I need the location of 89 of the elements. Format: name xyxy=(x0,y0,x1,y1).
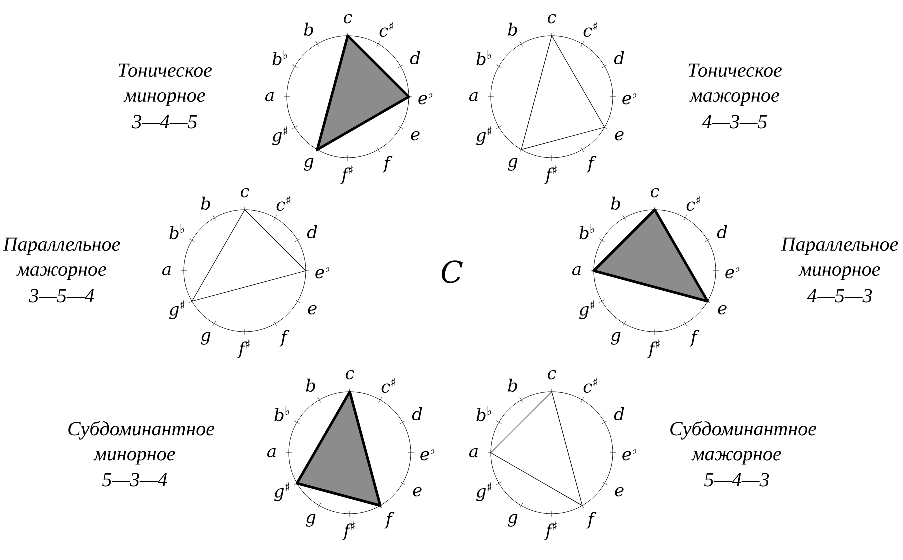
note-label: c xyxy=(548,370,556,380)
note-label: d xyxy=(614,407,624,421)
note-label: g$^{♯}$ xyxy=(476,126,492,146)
note-label: f$^{♯}$ xyxy=(340,166,353,184)
interval-numbers: 4—5—3 xyxy=(807,289,872,303)
note-label: b xyxy=(306,378,316,392)
note-label: f xyxy=(586,512,597,529)
interval-numbers: 3—5—4 xyxy=(29,289,94,303)
note-label: d xyxy=(614,51,624,65)
note-label: b xyxy=(508,22,518,36)
note-label: f$^{♯}$ xyxy=(342,522,355,540)
note-label: c xyxy=(344,14,352,24)
note-label: c xyxy=(240,188,250,198)
note-label: g xyxy=(304,158,314,171)
interval-numbers: 5—3—4 xyxy=(102,473,168,487)
note-label: c$^{♯}$ xyxy=(584,378,598,394)
note-label: c$^{♯}$ xyxy=(584,22,598,38)
note-label: g$^{♯}$ xyxy=(476,482,492,502)
note-label: b$^{♭}$ xyxy=(170,224,184,240)
note-label: b xyxy=(611,196,620,210)
note-label: d xyxy=(412,407,422,421)
triangle xyxy=(521,36,606,150)
note-label: g xyxy=(508,158,518,171)
note-label: c$^{♯}$ xyxy=(382,378,396,394)
note-label: e xyxy=(615,487,624,497)
note-label: e xyxy=(308,305,317,315)
note-label: e xyxy=(615,131,624,141)
node-label: Параллельное мажорное xyxy=(3,238,120,280)
note-label: e$^{♭}$ xyxy=(420,445,435,461)
note-label: d xyxy=(410,51,420,65)
note-label: c xyxy=(650,188,660,198)
node-label: Субдоминантное мажорное xyxy=(670,421,817,465)
note-label: g xyxy=(201,332,211,345)
note-label: b xyxy=(201,196,210,210)
note-label: a xyxy=(162,266,171,276)
note-label: e xyxy=(718,305,727,315)
note-label: e xyxy=(413,487,422,497)
note-label: e$^{♭}$ xyxy=(418,89,433,105)
note-label: c$^{♯}$ xyxy=(686,196,700,212)
note-label: a xyxy=(572,266,581,276)
node-label: Тоническое минорное xyxy=(118,64,212,106)
note-label: c$^{♯}$ xyxy=(380,22,394,38)
note-label: e$^{♭}$ xyxy=(622,89,637,105)
node-label: Субдоминантное минорное xyxy=(68,421,215,465)
note-label: f xyxy=(384,512,395,529)
note-label: e$^{♭}$ xyxy=(316,263,330,279)
note-label: f$^{♯}$ xyxy=(544,166,557,184)
note-label: f xyxy=(690,330,700,347)
note-label: a xyxy=(268,448,276,458)
note-label: f xyxy=(280,330,290,347)
note-label: f xyxy=(382,156,393,173)
note-label: d xyxy=(717,225,728,239)
note-label: c xyxy=(548,14,556,24)
note-label: f$^{♯}$ xyxy=(648,340,660,358)
note-label: g xyxy=(508,514,518,527)
triangle xyxy=(192,210,306,302)
note-label: a xyxy=(470,92,478,102)
note-label: d xyxy=(307,225,318,239)
note-label: e$^{♭}$ xyxy=(726,263,740,279)
note-label: a xyxy=(266,92,274,102)
node-label: Параллельное минорное xyxy=(781,238,898,280)
triangle xyxy=(296,390,382,508)
note-label: g$^{♯}$ xyxy=(272,126,288,146)
note-label: c xyxy=(346,370,354,380)
note-label: e$^{♭}$ xyxy=(622,445,637,461)
note-label: g$^{♯}$ xyxy=(169,300,185,320)
note-label: b$^{♭}$ xyxy=(272,50,288,66)
interval-numbers: 3—4—5 xyxy=(132,115,198,129)
note-label: e xyxy=(411,131,420,141)
note-label: g xyxy=(611,332,621,345)
note-label: b xyxy=(304,22,314,36)
note-label: f xyxy=(586,156,597,173)
note-label: b$^{♭}$ xyxy=(476,50,492,66)
note-label: g$^{♯}$ xyxy=(579,300,595,320)
note-label: b xyxy=(508,378,518,392)
note-label: b$^{♭}$ xyxy=(274,406,290,422)
note-label: a xyxy=(470,448,478,458)
node-label: Тоническое мажорное xyxy=(688,64,782,106)
note-label: b$^{♭}$ xyxy=(580,224,594,240)
note-label: g$^{♯}$ xyxy=(274,482,290,502)
interval-numbers: 5—4—3 xyxy=(704,473,770,487)
interval-numbers: 4—3—5 xyxy=(702,115,768,129)
note-label: f$^{♯}$ xyxy=(544,522,557,540)
triangle xyxy=(490,392,583,506)
note-label: g xyxy=(306,514,316,527)
key-label: C xyxy=(442,260,463,284)
note-label: b$^{♭}$ xyxy=(476,406,492,422)
note-label: c$^{♯}$ xyxy=(276,196,290,212)
note-label: f$^{♯}$ xyxy=(238,340,250,358)
